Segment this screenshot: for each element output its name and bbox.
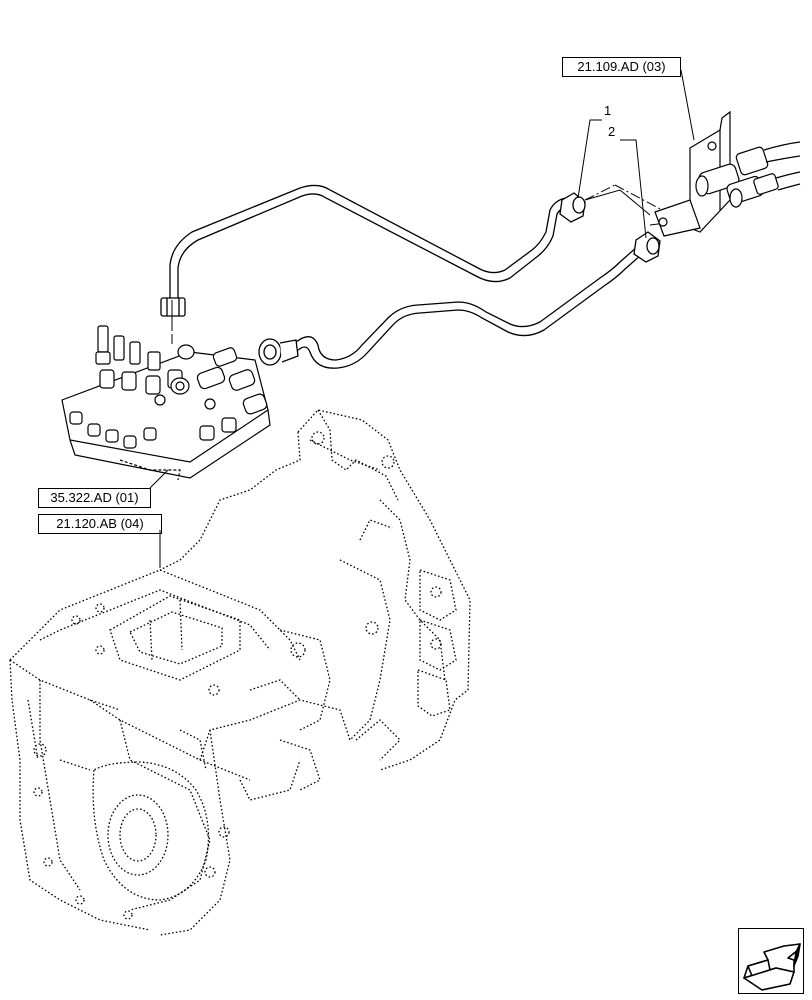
tube-1-nut-lower bbox=[160, 297, 186, 317]
tube-1 bbox=[169, 184, 571, 300]
ref-box-transmission-housing[interactable]: 21.120.AB (04) bbox=[38, 514, 162, 534]
control-valve bbox=[61, 325, 271, 481]
hoses bbox=[763, 141, 801, 191]
ref-leader-top-right bbox=[680, 69, 695, 141]
hydraulic-couplers bbox=[695, 146, 779, 208]
ref-leader-valve bbox=[149, 469, 169, 489]
callout-item-1: 1 bbox=[604, 103, 612, 118]
callout-leaders bbox=[171, 119, 691, 330]
ref-box-control-valve[interactable]: 35.322.AD (01) bbox=[38, 488, 151, 508]
ref-box-top-right[interactable]: 21.109.AD (03) bbox=[562, 57, 681, 77]
centre-lines bbox=[171, 184, 701, 345]
tube-2-nut-upper bbox=[633, 231, 661, 263]
tube-2 bbox=[295, 245, 643, 369]
tube-2-nut-lower bbox=[258, 338, 299, 366]
coupler-bracket bbox=[654, 110, 731, 237]
next-page-button[interactable] bbox=[738, 928, 804, 994]
tube-1-nut-upper bbox=[559, 192, 586, 223]
callout-item-2: 2 bbox=[608, 124, 616, 139]
